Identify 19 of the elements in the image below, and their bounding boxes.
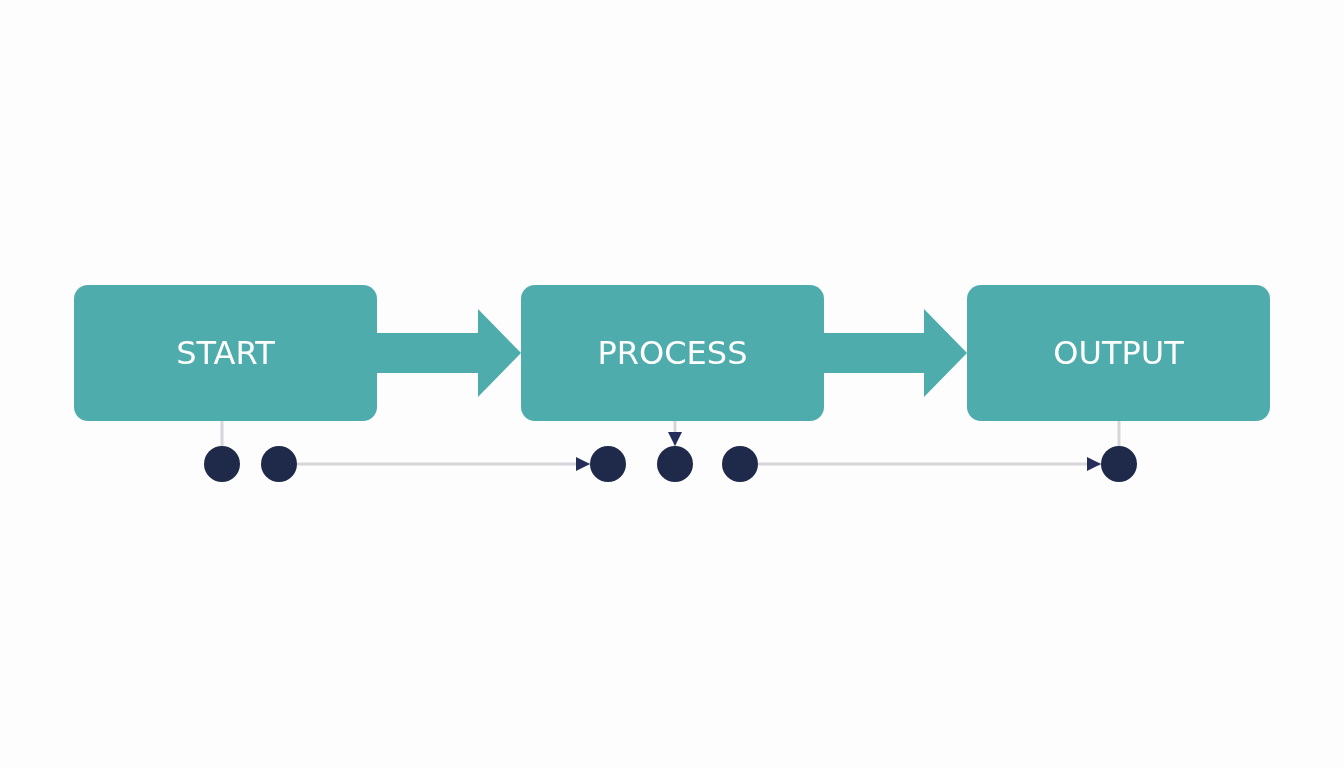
connector-dot [261,446,297,482]
box-label: OUTPUT [1053,334,1184,372]
arrow [668,421,682,446]
process-box [521,285,824,421]
arrow [297,457,590,471]
process-box [74,285,377,421]
connector-line [220,421,224,446]
process-box [967,285,1270,421]
box-label: START [176,334,275,372]
connector-dot [722,446,758,482]
connector-dot [204,446,240,482]
arrow [758,457,1101,471]
connector-dot [657,446,693,482]
connector-dot [1101,446,1137,482]
box-label: PROCESS [597,334,748,372]
block-arrow [377,309,521,397]
block-arrow [824,309,967,397]
connector-line [1117,421,1121,446]
connector-dot [590,446,626,482]
